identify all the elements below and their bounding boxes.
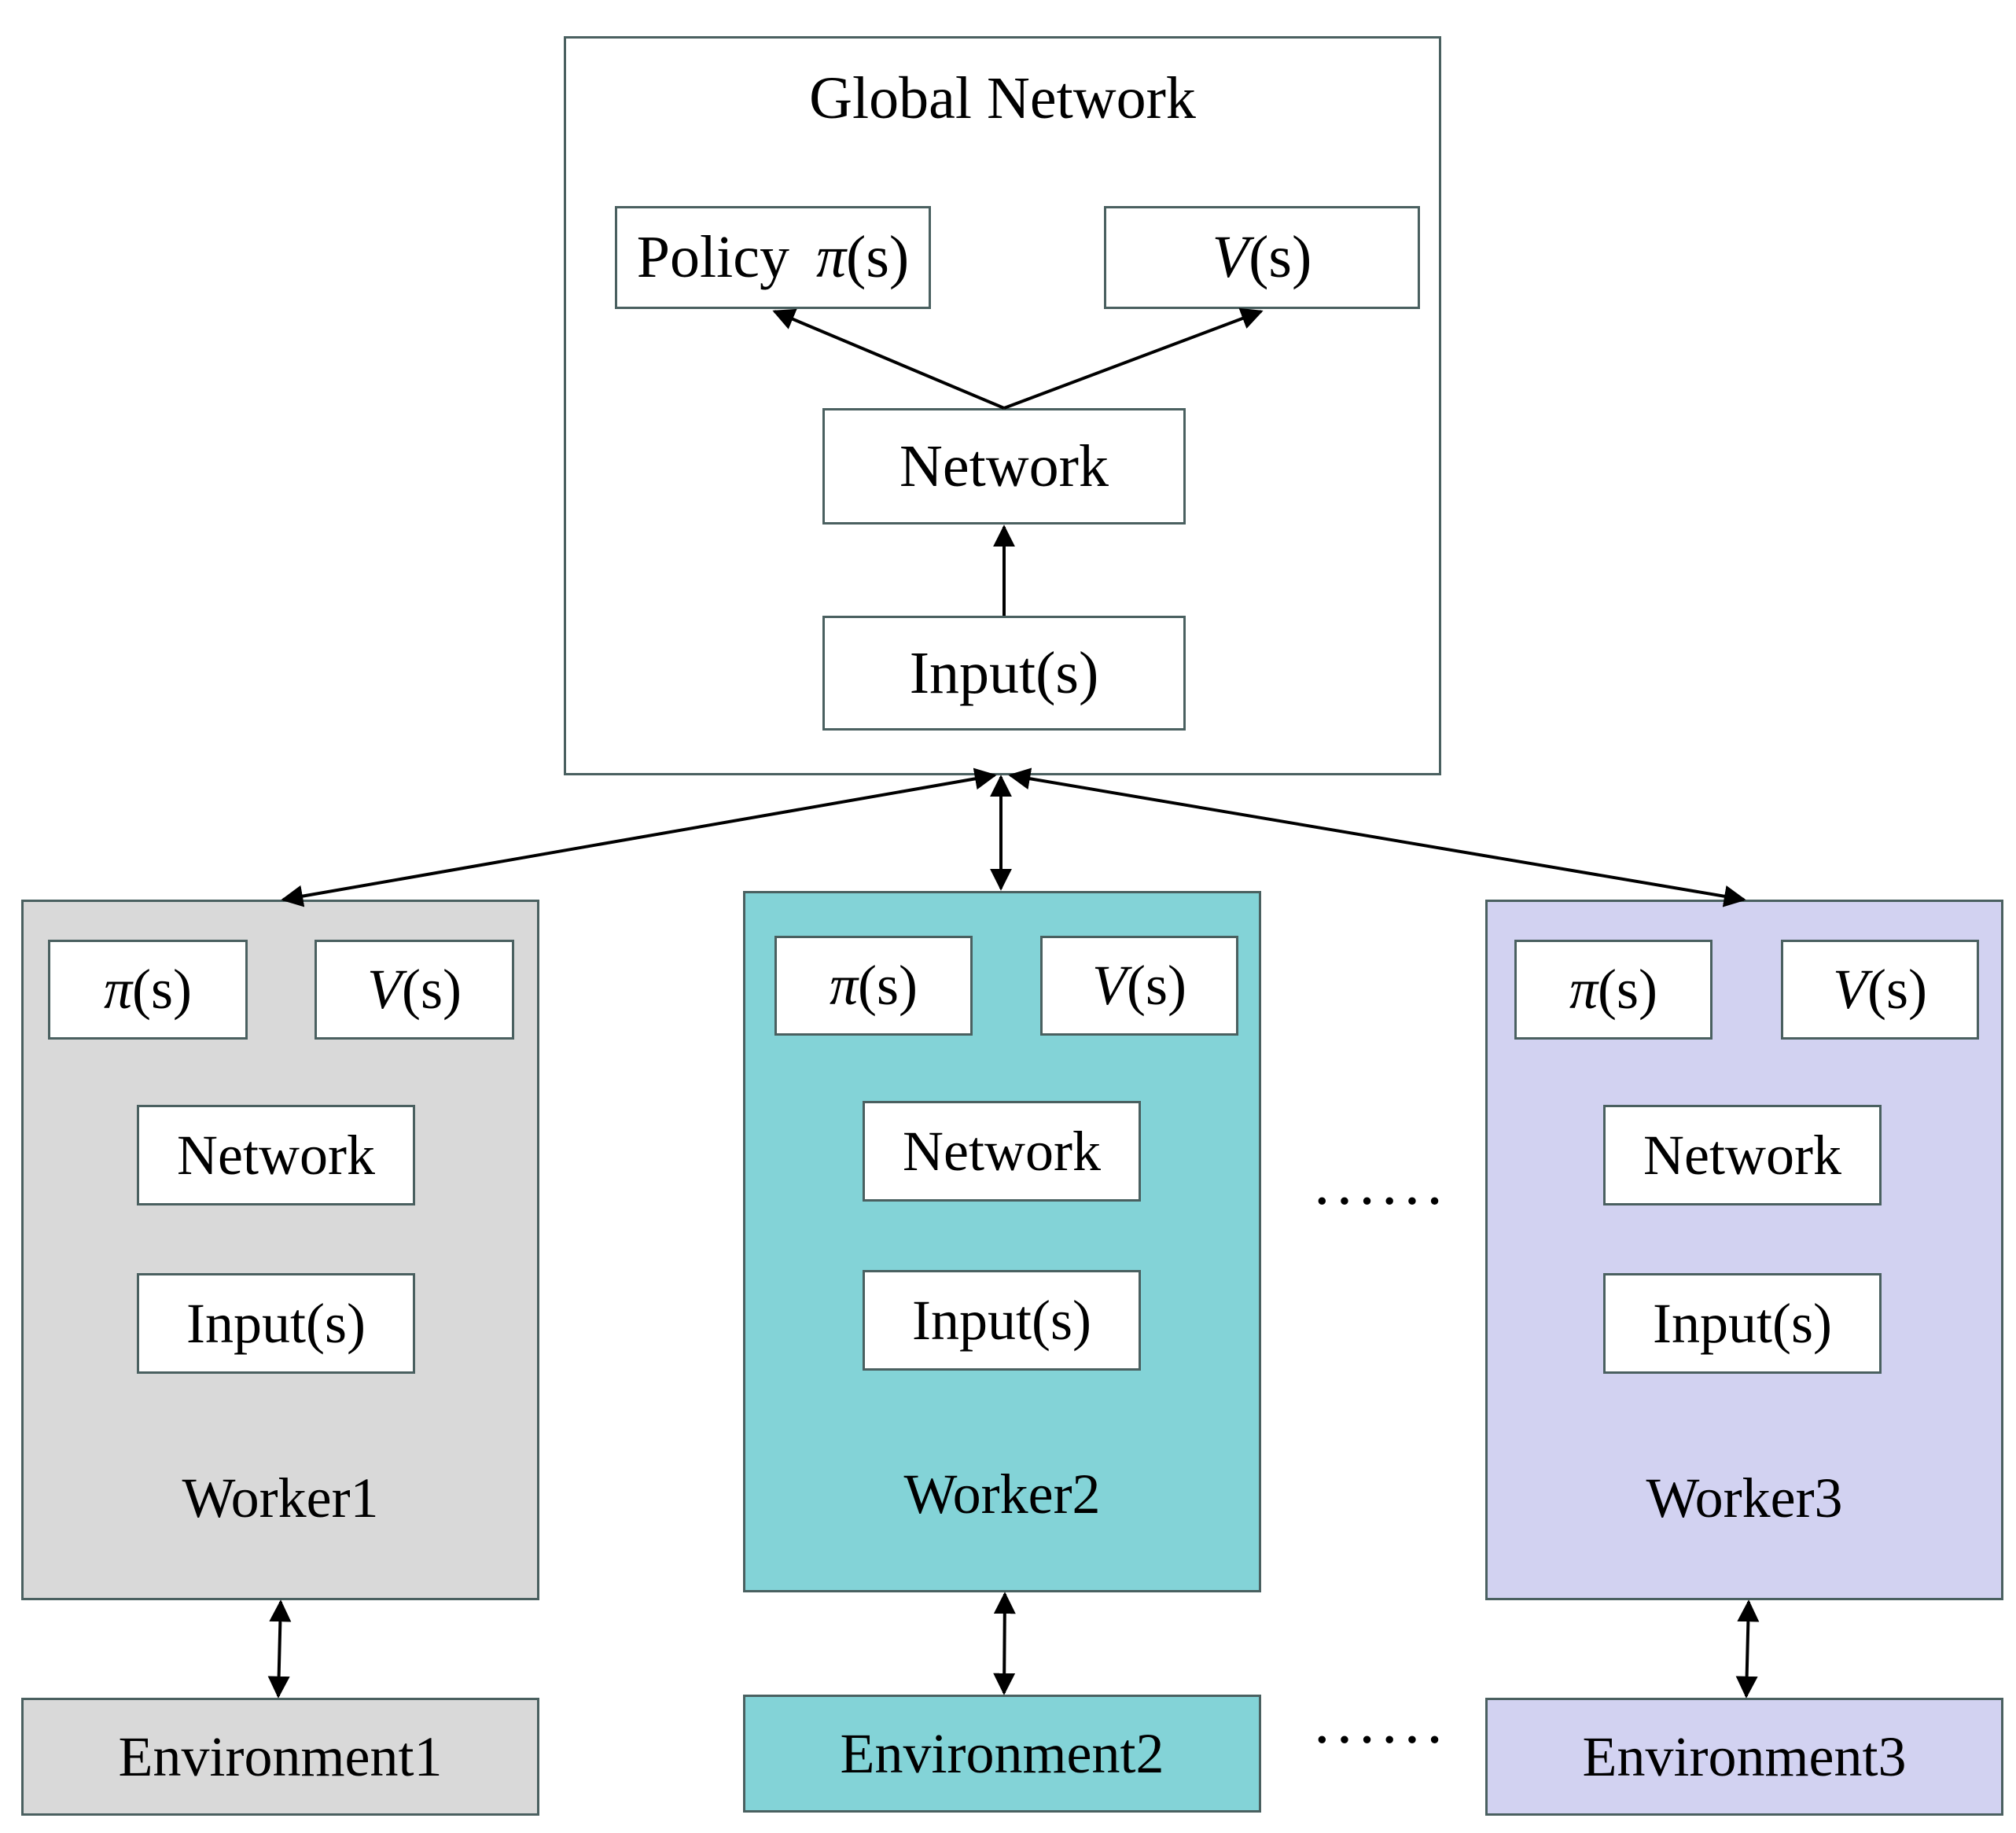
worker1-label: Worker1 [182, 1466, 379, 1529]
arrow-worker3-env3 [1735, 1599, 1760, 1699]
worker1-input-label: Input(s) [186, 1291, 366, 1355]
global-network-label: Network [899, 432, 1109, 499]
arrow-global-worker3 [1008, 767, 1746, 907]
worker3-pi-box [1514, 940, 1712, 1040]
worker3-pi-label: π(s) [1569, 958, 1658, 1021]
worker2-network-box [863, 1101, 1141, 1202]
global-input-box [822, 616, 1186, 731]
worker2-input-box [863, 1270, 1141, 1371]
value-v-symbol: V [1212, 224, 1249, 290]
worker2-v-label: V(s) [1092, 954, 1186, 1017]
worker1-input-box [137, 1273, 415, 1374]
worker3-network-label: Network [1643, 1123, 1841, 1187]
policy-word: Policy [636, 224, 789, 290]
worker3-input-label: Input(s) [1653, 1291, 1832, 1355]
worker2-v-box [1040, 936, 1238, 1036]
worker2-input-label: Input(s) [912, 1288, 1091, 1352]
worker2-label: Worker2 [903, 1462, 1101, 1526]
policy-arg: (s) [846, 224, 910, 290]
worker2-pi-label: π(s) [829, 954, 918, 1017]
worker2-network-label: Network [903, 1119, 1101, 1183]
environment-ellipsis: ······ [1312, 1706, 1447, 1775]
worker-ellipsis: ······ [1312, 1167, 1447, 1236]
worker3-v-box [1781, 940, 1979, 1040]
worker1-network-box [137, 1105, 415, 1205]
global-policy-label: Policy π(s) [615, 206, 931, 309]
worker1-v-label: V(s) [367, 958, 462, 1021]
environment2-box [743, 1695, 1261, 1813]
arrow-worker1-env1 [267, 1599, 292, 1699]
policy-pi-symbol: π [815, 224, 847, 290]
worker3-label: Worker3 [1646, 1466, 1843, 1529]
environment1-label: Environment1 [118, 1724, 443, 1788]
environment1-box [21, 1698, 539, 1816]
arrow-network-to-value [1003, 307, 1264, 410]
global-value-box [1104, 206, 1420, 309]
worker3-network-box [1603, 1105, 1882, 1205]
worker3-input-box [1603, 1273, 1882, 1374]
worker2-pi-box [774, 936, 973, 1036]
global-input-label: Input(s) [909, 639, 1099, 706]
arrow-worker2-env2 [993, 1592, 1016, 1695]
worker1-pi-label: π(s) [103, 958, 193, 1021]
worker1-pi-box [48, 940, 248, 1040]
worker3-v-label: V(s) [1833, 958, 1927, 1021]
global-network-box [822, 408, 1186, 525]
environment3-box [1485, 1698, 2003, 1816]
global-value-label: V(s) [1104, 206, 1420, 309]
global-policy-box [615, 206, 931, 309]
worker1-v-box [315, 940, 514, 1040]
environment2-label: Environment2 [840, 1721, 1164, 1785]
value-arg: (s) [1249, 224, 1312, 290]
environment3-label: Environment3 [1582, 1724, 1907, 1788]
arrow-global-worker1 [281, 767, 997, 907]
arrow-network-to-policy [772, 308, 1005, 410]
global-network-title: Global Network [809, 64, 1196, 131]
worker1-network-label: Network [177, 1123, 375, 1187]
